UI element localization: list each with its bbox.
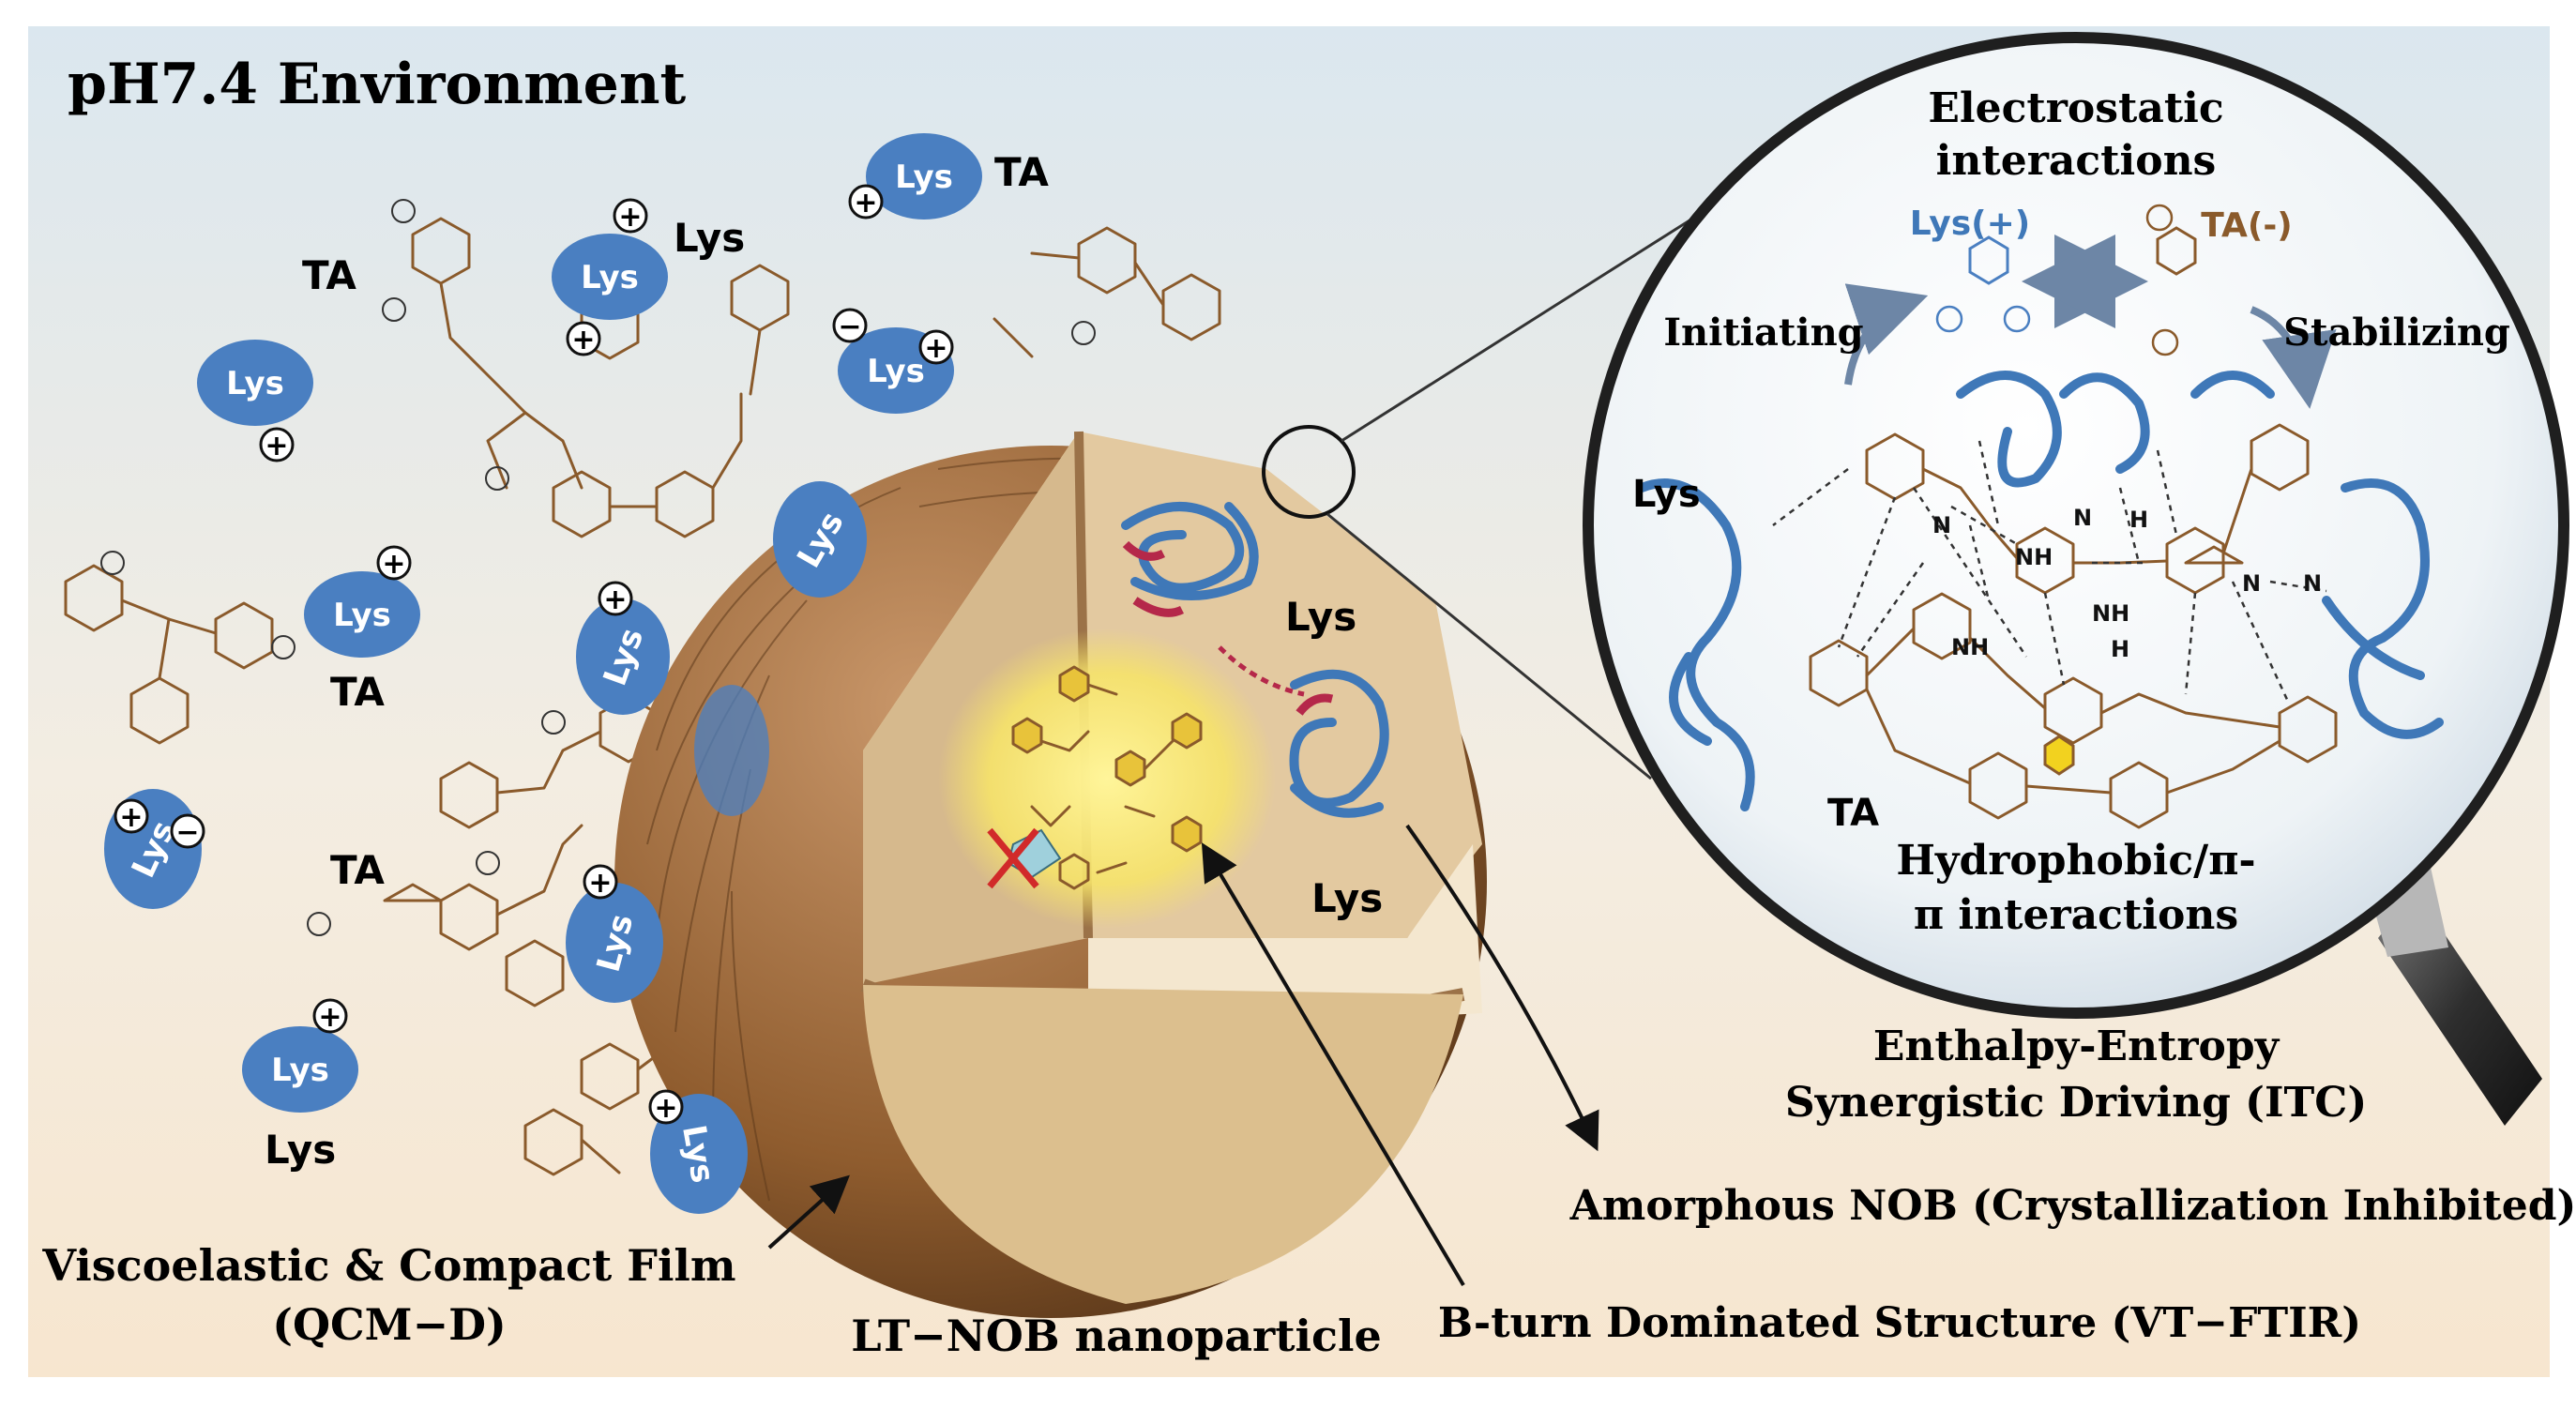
nh-label: NH (1951, 634, 1989, 660)
positive-charge: + (119, 801, 143, 834)
nh-label: NH (2015, 544, 2053, 570)
lens-ta-label: TA (1827, 792, 1879, 835)
film-label-line2: (QCM−D) (272, 1299, 507, 1350)
initiating-label: Initiating (1663, 311, 1863, 355)
electrostatic-title-line2: interactions (1936, 137, 2217, 185)
ta-label: TA (330, 847, 385, 893)
lys-protein-label: Lys (895, 159, 953, 196)
positive-charge: + (318, 1001, 341, 1034)
n-label: N (2303, 570, 2322, 597)
lt-nob-nanoparticle-sphere (614, 431, 1487, 1318)
negative-charge: − (175, 816, 199, 849)
lys-protein-ribbon-lower (1289, 669, 1389, 818)
positive-charge: + (618, 201, 642, 234)
lys-label: Lys (1311, 875, 1383, 921)
ta-molecules (64, 199, 1221, 1176)
positive-charge: + (854, 187, 877, 220)
positive-charge: + (603, 583, 627, 616)
positive-charge: + (382, 548, 405, 581)
electrostatic-title-line1: Electrostatic (1928, 84, 2223, 132)
environment-title: pH7.4 Environment (68, 52, 686, 117)
positive-charge: + (654, 1092, 677, 1125)
lys-label: Lys (265, 1127, 336, 1173)
nh-label: NH (2092, 600, 2129, 627)
lys-proteins: Lys Lys Lys Lys Lys Lys Lys Lys (104, 133, 982, 1214)
positive-charge: + (588, 867, 612, 900)
magnifier: Electrostatic interactions Lys(+) TA(-) … (1583, 32, 2569, 1126)
film-label-line1: Viscoelastic & Compact Film (41, 1240, 735, 1291)
film-pointer (767, 1174, 850, 1250)
lys-protein-label: Lys (333, 597, 391, 634)
amorphous-pointer (1405, 824, 1599, 1152)
lys-protein-ribbon-upper (1121, 502, 1259, 617)
zoom-region-marker (1262, 425, 1356, 519)
lens-lys-label: Lys (1632, 473, 1701, 516)
n-label: N (2073, 505, 2092, 531)
h-label: H (2111, 636, 2129, 662)
ta-label: TA (994, 149, 1049, 195)
beta-turn-label: B-turn Dominated Structure (VT−FTIR) (1438, 1299, 2361, 1347)
n-label: N (1932, 512, 1951, 538)
lys-label: Lys (1285, 594, 1356, 640)
positive-charge: + (924, 332, 947, 365)
lys-label: Lys (674, 215, 745, 261)
stabilizing-label: Stabilizing (2283, 311, 2510, 355)
h-label: H (2129, 507, 2148, 533)
ta-label: TA (302, 252, 356, 298)
lys-protein-label: Lys (581, 259, 639, 296)
positive-charge: + (265, 430, 288, 462)
enthalpy-label-line2: Synergistic Driving (ITC) (1785, 1079, 2367, 1127)
enthalpy-label-line1: Enthalpy-Entropy (1873, 1023, 2281, 1070)
hydrophobic-label-line2: π interactions (1914, 891, 2238, 939)
crystallization-inhibited-icon (987, 827, 1062, 889)
beta-turn-pointer (1201, 842, 1465, 1287)
positive-charge: + (571, 324, 595, 356)
ta-minus-label: TA(-) (2201, 206, 2292, 245)
hydrophobic-label-line1: Hydrophobic/π- (1896, 837, 2255, 885)
negative-charge: − (838, 311, 861, 343)
magnifier-lens (1583, 32, 2569, 1019)
ta-label: TA (330, 669, 385, 715)
n-label: N (2242, 570, 2261, 597)
charge-symbols: + + + + − + + + + − + + + (114, 184, 954, 1125)
amorphous-nob-label: Amorphous NOB (Crystallization Inhibited… (1569, 1182, 2576, 1230)
electrostatic-motif (1844, 204, 2337, 409)
zoom-line-bottom (1326, 512, 1652, 780)
lys-protein-label: Lys (226, 365, 284, 402)
lys-plus-label: Lys(+) (1910, 205, 2030, 243)
lys-protein-label: Lys (271, 1052, 329, 1089)
nanoparticle-label: LT−NOB nanoparticle (851, 1311, 1381, 1361)
lys-protein-label: Lys (867, 353, 925, 390)
